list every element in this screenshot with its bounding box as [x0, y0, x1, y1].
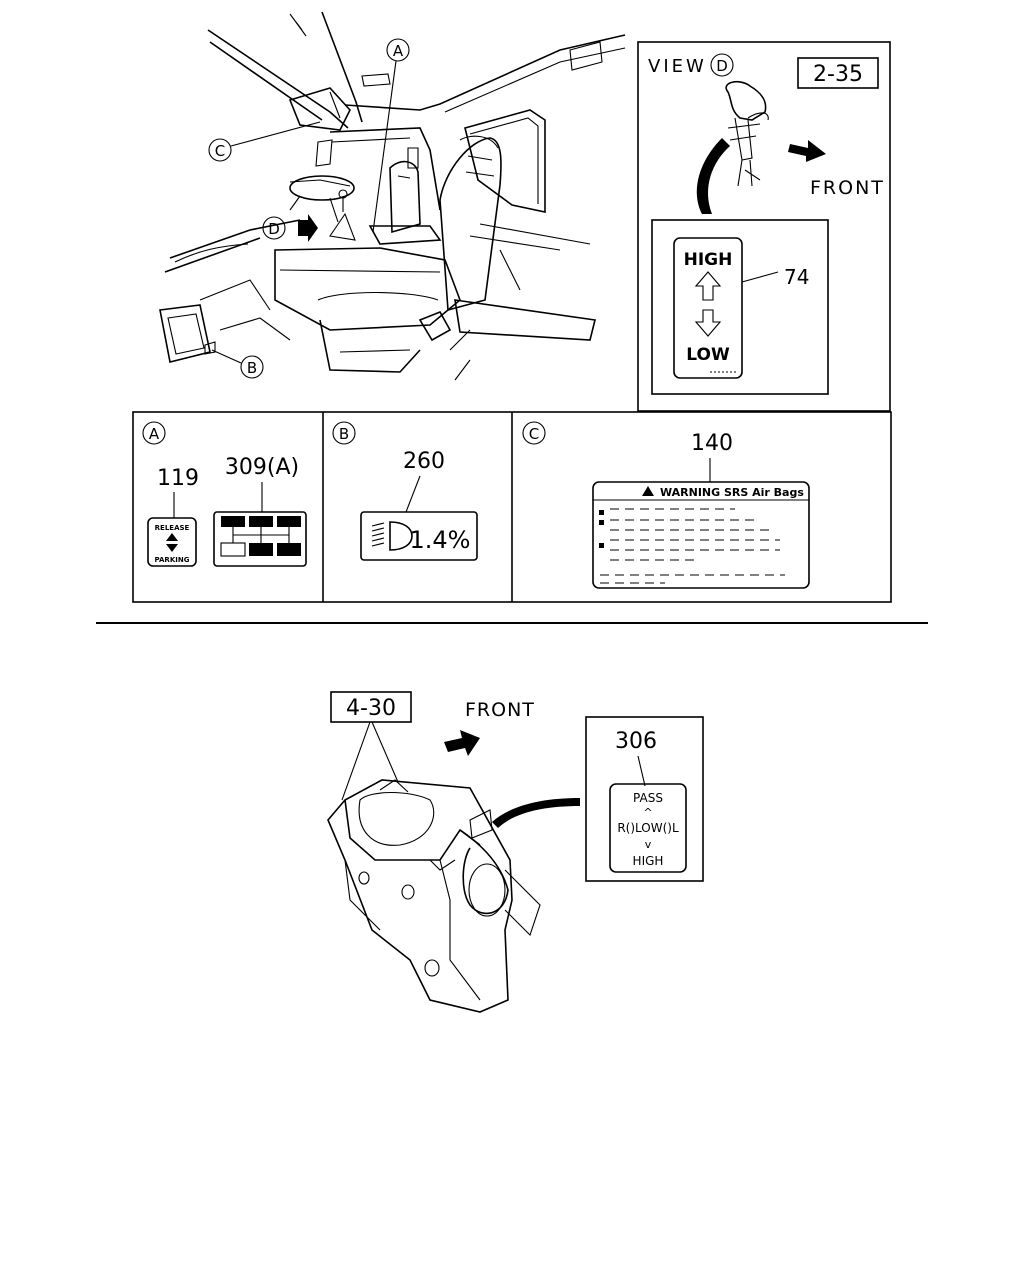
label-panels-row: [132, 411, 892, 603]
callout-c: C: [208, 121, 321, 162]
svg-text:B: B: [247, 359, 257, 377]
up-arrow-icon: [694, 271, 722, 301]
svg-text:260: 260: [403, 449, 445, 474]
svg-text:RELEASE: RELEASE: [155, 524, 190, 532]
switch-body-illustration: [327, 779, 541, 1013]
svg-text:140: 140: [691, 431, 733, 456]
headlamp-icon: [371, 521, 413, 551]
view-d-panel: VIEW D 2-35 FRONT HIGH LOW 74: [637, 41, 891, 412]
svg-text:^: ^: [643, 806, 652, 819]
svg-text:306: 306: [615, 729, 657, 754]
svg-text:309(A): 309(A): [225, 455, 299, 480]
warning-triangle-icon: [642, 486, 654, 496]
svg-text:FRONT: FRONT: [810, 177, 885, 199]
srs-warning-label: [592, 481, 810, 589]
svg-text:B: B: [339, 425, 349, 443]
combination-switch-section: 4-30 FRONT 306 PASS ^ R(: [327, 691, 704, 1013]
svg-text:PARKING: PARKING: [155, 556, 190, 564]
svg-text:WARNING SRS Air Bags: WARNING SRS Air Bags: [660, 486, 804, 499]
panel-b: B 260 1.4%: [332, 421, 478, 561]
svg-text:C: C: [529, 425, 539, 443]
svg-text:LOW: LOW: [686, 345, 730, 365]
panel-c: C 140 WARNING SRS Air Bags: [522, 421, 810, 589]
callout-a: A: [372, 38, 410, 233]
pass-low-high-label: [609, 783, 687, 873]
high-low-label: [673, 237, 743, 379]
shift-pattern-grid: [220, 516, 301, 557]
svg-text:1.4%: 1.4%: [410, 526, 471, 554]
svg-text:2-35: 2-35: [813, 62, 863, 87]
warning-text-lines: [599, 508, 785, 584]
release-parking-label: [147, 517, 197, 567]
panel-a: A 119 RELEASE PARKING 309(A): [142, 421, 307, 567]
svg-text:74: 74: [784, 265, 809, 289]
svg-text:A: A: [393, 42, 404, 60]
svg-text:PASS: PASS: [633, 791, 663, 805]
svg-text:R()LOW()L: R()LOW()L: [617, 821, 679, 835]
svg-text:HIGH: HIGH: [684, 250, 733, 270]
svg-text:D: D: [716, 57, 728, 75]
svg-text:A: A: [149, 425, 160, 443]
svg-text:4-30: 4-30: [346, 696, 396, 721]
headlamp-level-label: [360, 511, 478, 561]
svg-text:v: v: [645, 838, 652, 851]
callout-d: D: [262, 216, 286, 240]
svg-text:C: C: [215, 142, 225, 160]
ref-box-4-30: [330, 691, 412, 723]
svg-text:FRONT: FRONT: [465, 699, 535, 721]
svg-text:VIEW: VIEW: [648, 56, 707, 77]
svg-text:119: 119: [157, 466, 199, 491]
svg-text:HIGH: HIGH: [633, 854, 664, 868]
down-arrow-icon: [694, 309, 722, 337]
up-down-arrow-icon: [166, 533, 178, 552]
svg-text:D: D: [268, 220, 280, 238]
shift-pattern-label: [213, 511, 307, 567]
callout-b: B: [211, 349, 264, 379]
cab-interior-illustration: [159, 11, 626, 381]
ref-box-2-35: [797, 57, 879, 89]
